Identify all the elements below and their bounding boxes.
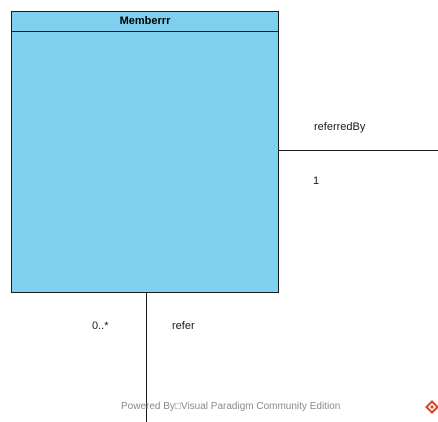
- multiplicity-label-right: 1: [313, 175, 320, 187]
- role-label-referredby: referredBy: [314, 121, 366, 133]
- member-class-box[interactable]: Memberrr: [11, 11, 279, 293]
- association-line-right[interactable]: [279, 150, 438, 151]
- class-name: Memberrr: [119, 15, 171, 27]
- association-line-bottom[interactable]: [146, 293, 147, 422]
- visual-paradigm-logo-icon: [425, 400, 438, 414]
- multiplicity-label-bottom: 0..*: [92, 320, 109, 332]
- watermark-text: Powered By□Visual Paradigm Community Edi…: [121, 401, 341, 412]
- role-label-refer: refer: [172, 320, 195, 332]
- compartment-divider: [12, 31, 278, 32]
